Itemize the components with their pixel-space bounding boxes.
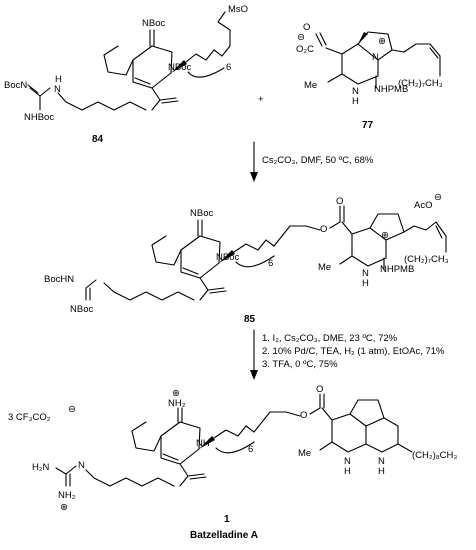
c85-bochn-label: BocHN xyxy=(44,274,74,285)
c85-nboc-label: NBoc xyxy=(70,304,93,315)
c85-amine-label: NHPMB xyxy=(380,264,414,275)
c1-guan-charge: ⊕ xyxy=(60,502,68,513)
c85-carbonyl-o-label: O xyxy=(336,196,343,207)
step1-conditions: Cs₂CO₃, DMF, 50 ºC, 68% xyxy=(262,155,374,166)
c84-nh-label: N xyxy=(54,84,61,95)
c84-bocn-label: BocN xyxy=(4,80,27,91)
compound-77-id: 77 xyxy=(362,120,374,131)
reaction-arrow-1 xyxy=(250,141,258,182)
c1-nh2-bottom-label: NH₂ xyxy=(58,490,76,501)
c77-o2c-label: O₂C xyxy=(296,44,314,55)
c84-nh-h-label: H xyxy=(55,74,62,85)
c77-plus-charge: ⊕ xyxy=(378,36,386,47)
c1-n2-h-label: H xyxy=(378,466,385,477)
c1-iminium-charge: ⊕ xyxy=(172,388,180,399)
c1-nh-label: NH xyxy=(196,438,210,449)
c1-nh2-label: NH₂ xyxy=(168,398,186,409)
c1-n1-label: N xyxy=(344,456,351,467)
c77-charge-minus: ⊖ xyxy=(297,32,305,43)
c77-nh-label: N xyxy=(352,86,359,97)
c85-ester-o-label: O xyxy=(320,224,327,235)
c84-ringn-label: NBoc xyxy=(168,62,191,73)
c85-counterion-charge: ⊖ xyxy=(434,192,442,203)
step2-condition-1: 1. I₂, Cs₂CO₃, DME, 23 ºC, 72% xyxy=(262,333,398,344)
c1-guan-n-label: N xyxy=(78,460,85,471)
c77-amine-label: NHPMB xyxy=(374,84,408,95)
compound-1-id: 1 xyxy=(224,514,230,525)
c85-nh-label: N xyxy=(362,268,369,279)
c85-nplus-charge: ⊕ xyxy=(381,230,389,241)
c77-o-label: O xyxy=(303,22,310,33)
c85-me-label: Me xyxy=(318,262,331,273)
c85-nh-h-label: H xyxy=(362,278,369,289)
c1-n2-label: N xyxy=(378,456,385,467)
plus-sign: + xyxy=(258,94,264,105)
c1-ester-o-label: O xyxy=(300,410,307,421)
c84-mso-label: MsO xyxy=(228,4,248,15)
c84-imine-label: NBoc xyxy=(142,18,165,29)
c84-nhboc-label: NHBoc xyxy=(24,112,54,123)
compound-84-id: 84 xyxy=(92,134,104,145)
c77-tail-label: (CH₂)₇CH₃ xyxy=(398,78,443,89)
c77-nh-h-label: H xyxy=(352,96,359,107)
c85-imine-label: NBoc xyxy=(190,208,213,219)
c1-me-label: Me xyxy=(298,448,311,459)
c1-n1-h-label: H xyxy=(344,466,351,477)
compound-85-id: 85 xyxy=(244,314,256,325)
compound-1-structure xyxy=(55,393,413,487)
compound-77-structure xyxy=(315,31,441,89)
compound-84-structure xyxy=(27,11,231,111)
c77-me-label: Me xyxy=(304,80,317,91)
c84-chain-label: 6 xyxy=(226,62,231,73)
c1-carbonyl-o-label: O xyxy=(316,384,323,395)
compound-1-name: Batzelladine A xyxy=(190,530,258,541)
c85-chain-label: 6 xyxy=(268,258,273,269)
step2-condition-2: 2. 10% Pd/C, TEA, H₂ (1 atm), EtOAc, 71% xyxy=(262,346,445,357)
c1-chain-label: 6 xyxy=(248,444,253,455)
reaction-arrow-2 xyxy=(250,329,258,380)
c77-nplus-label: N xyxy=(372,52,379,63)
c85-tail-label: (CH₂)₇CH₃ xyxy=(404,254,449,265)
c85-counterion: AcO xyxy=(414,200,432,211)
c1-counterion: 3 CF₃CO₂ xyxy=(8,412,51,423)
c1-counterion-charge: ⊖ xyxy=(68,404,76,415)
c1-tail-label: (CH₂)₈CH₃ xyxy=(412,450,457,461)
step2-condition-3: 3. TFA, 0 ºC, 75% xyxy=(262,359,338,370)
compound-85-structure xyxy=(85,205,447,301)
c1-h2n-label: H₂N xyxy=(32,462,50,473)
c85-ringn-label: NBoc xyxy=(216,252,239,263)
